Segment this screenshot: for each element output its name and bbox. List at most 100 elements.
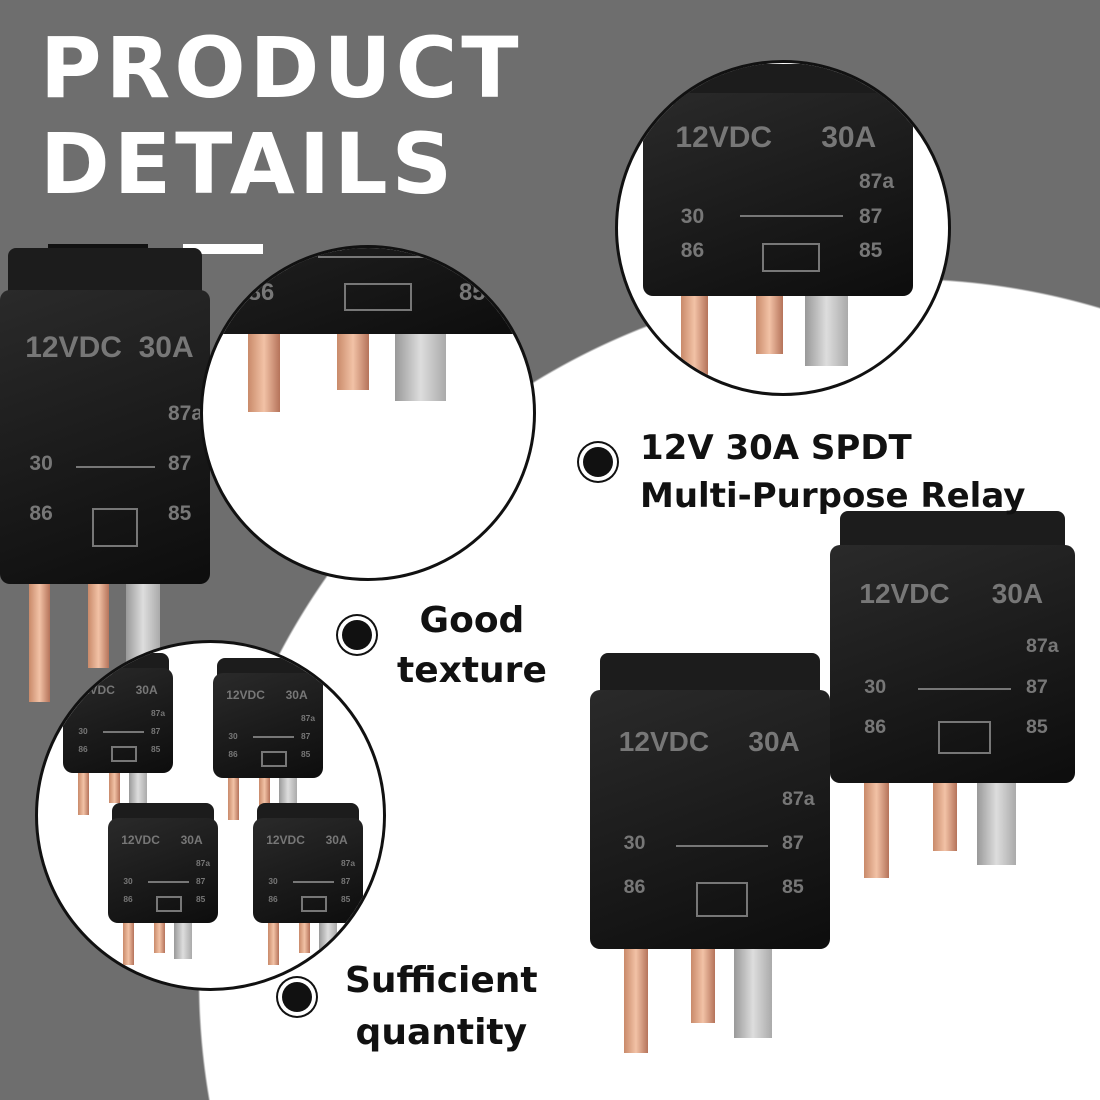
pin-30-label: 30 [864, 675, 887, 698]
pin-30-label: 30 [247, 245, 275, 273]
silver-pin [129, 773, 147, 809]
copper-pin [259, 778, 271, 808]
pin-87-label: 87 [341, 875, 351, 886]
pin-87a-label: 87a [151, 707, 165, 718]
feature-quantity: Sufficient quantity [345, 955, 538, 1059]
pin-86-label: 86 [680, 239, 705, 263]
pin-85-label: 85 [151, 743, 161, 754]
zoom-circle-schematic: 12VDC 30A 87a 30 87 86 85 [615, 60, 951, 396]
pin-86-label: 86 [29, 501, 53, 525]
feature-text: texture [397, 650, 547, 691]
copper-pin [756, 296, 784, 354]
feature-text: Multi-Purpose Relay [640, 476, 1026, 516]
silver-pin [805, 296, 849, 366]
pin-87a-label: 87a [341, 857, 355, 868]
pin-87-label: 87 [859, 204, 883, 228]
relay-image: 12VDC 30A 87a 30 87 86 85 [830, 511, 1075, 885]
relay-voltage-label: 12VDC [76, 682, 115, 697]
copper-pin [337, 334, 370, 390]
relay-image: 12VDC 30A 87a 30 87 86 85 [253, 803, 363, 968]
copper-pin [154, 923, 166, 953]
copper-pin [268, 923, 280, 965]
copper-pin [680, 296, 708, 378]
relay-voltage-label: 12VDC [859, 578, 950, 610]
relay-voltage-label: 12VDC [25, 331, 122, 365]
relay-current-label: 30A [821, 121, 877, 155]
relay-image: 12VDC 30A 87a 30 87 86 85 [0, 248, 210, 710]
relay-image: 12VDC 30A 87a 30 87 86 85 [108, 803, 218, 968]
pin-87-label: 87 [196, 875, 206, 886]
copper-pin [299, 923, 311, 953]
pin-30-label: 30 [29, 451, 53, 475]
pin-86-label: 86 [228, 748, 238, 759]
feature-relay-spec: 12V 30A SPDT Multi-Purpose Relay [640, 424, 1025, 520]
relay-image: 12VDC 30A 87a 30 87 86 85 [213, 658, 323, 823]
relay-current-label: 30A [135, 682, 158, 697]
copper-pin [690, 949, 715, 1023]
copper-pin [78, 773, 90, 815]
relay-image: 12VDC 30A 87a 30 87 86 85 [590, 653, 830, 1060]
relay-current-label: 30A [325, 832, 348, 847]
pin-85-label: 85 [859, 239, 883, 263]
pin-87-label: 87 [151, 725, 161, 736]
pin-87-label: 87 [301, 730, 311, 741]
copper-pin [623, 949, 648, 1053]
copper-pin [932, 783, 958, 851]
pin-87-label: 87 [782, 832, 804, 855]
relay-current-label: 30A [285, 687, 308, 702]
relay-image: 12VDC 30A 87a 30 87 86 85 [203, 245, 523, 418]
relay-voltage-label: 12VDC [675, 121, 773, 155]
pin-86-label: 86 [623, 876, 646, 899]
pin-87-label: 87 [168, 451, 192, 475]
copper-pin [88, 584, 110, 668]
copper-pin [247, 334, 280, 413]
pin-86-label: 86 [78, 743, 88, 754]
relay-voltage-label: 12VDC [618, 726, 710, 758]
silver-pin [174, 923, 192, 959]
copper-pin [29, 584, 51, 702]
pin-85-label: 85 [301, 748, 311, 759]
pin-85-label: 85 [196, 893, 206, 904]
pin-30-label: 30 [680, 204, 705, 228]
relay-voltage-label: 12VDC [266, 832, 305, 847]
relay-image: 12VDC 30A 87a 30 87 86 85 [63, 653, 173, 818]
pin-87a-label: 87a [196, 857, 210, 868]
pin-87-label: 87 [1026, 675, 1048, 698]
pin-30-label: 30 [123, 875, 133, 886]
zoom-circle-pins: 12VDC 30A 87a 30 87 86 85 [200, 245, 536, 581]
pin-85-label: 85 [1026, 716, 1048, 739]
pin-86-label: 86 [123, 893, 133, 904]
pin-86-label: 86 [247, 279, 275, 307]
relay-current-label: 30A [138, 331, 194, 365]
feature-text: Good [419, 600, 525, 641]
copper-pin [123, 923, 135, 965]
pin-87-label: 87 [459, 245, 486, 273]
relay-voltage-label: 12VDC [226, 687, 265, 702]
relay-current-label: 30A [180, 832, 203, 847]
bullet-icon [583, 447, 613, 477]
zoom-circle-quantity: 12VDC 30A 87a 30 87 86 85 12VDC 30A 87a … [35, 640, 386, 991]
pin-30-label: 30 [268, 875, 278, 886]
relay-voltage-label: 12VDC [121, 832, 160, 847]
pin-87a-label: 87a [859, 170, 895, 194]
pin-87a-label: 87a [168, 401, 204, 425]
pin-30-label: 30 [623, 832, 646, 855]
copper-pin [864, 783, 889, 879]
pin-85-label: 85 [459, 279, 486, 307]
relay-current-label: 30A [748, 726, 800, 758]
relay-current-label: 30A [991, 578, 1044, 610]
pin-85-label: 85 [341, 893, 351, 904]
title-line-2: DETAILS [40, 115, 457, 213]
silver-pin [734, 949, 773, 1038]
bullet-icon [342, 620, 372, 650]
silver-pin [977, 783, 1017, 865]
silver-pin [319, 923, 337, 959]
silver-pin [395, 334, 447, 402]
pin-86-label: 86 [864, 716, 887, 739]
pin-86-label: 86 [268, 893, 278, 904]
pin-30-label: 30 [228, 730, 238, 741]
title-line-1: PRODUCT [40, 19, 523, 117]
relay-image: 12VDC 30A 87a 30 87 86 85 [643, 64, 913, 383]
pin-85-label: 85 [168, 501, 192, 525]
feature-text: Sufficient [345, 960, 538, 1001]
